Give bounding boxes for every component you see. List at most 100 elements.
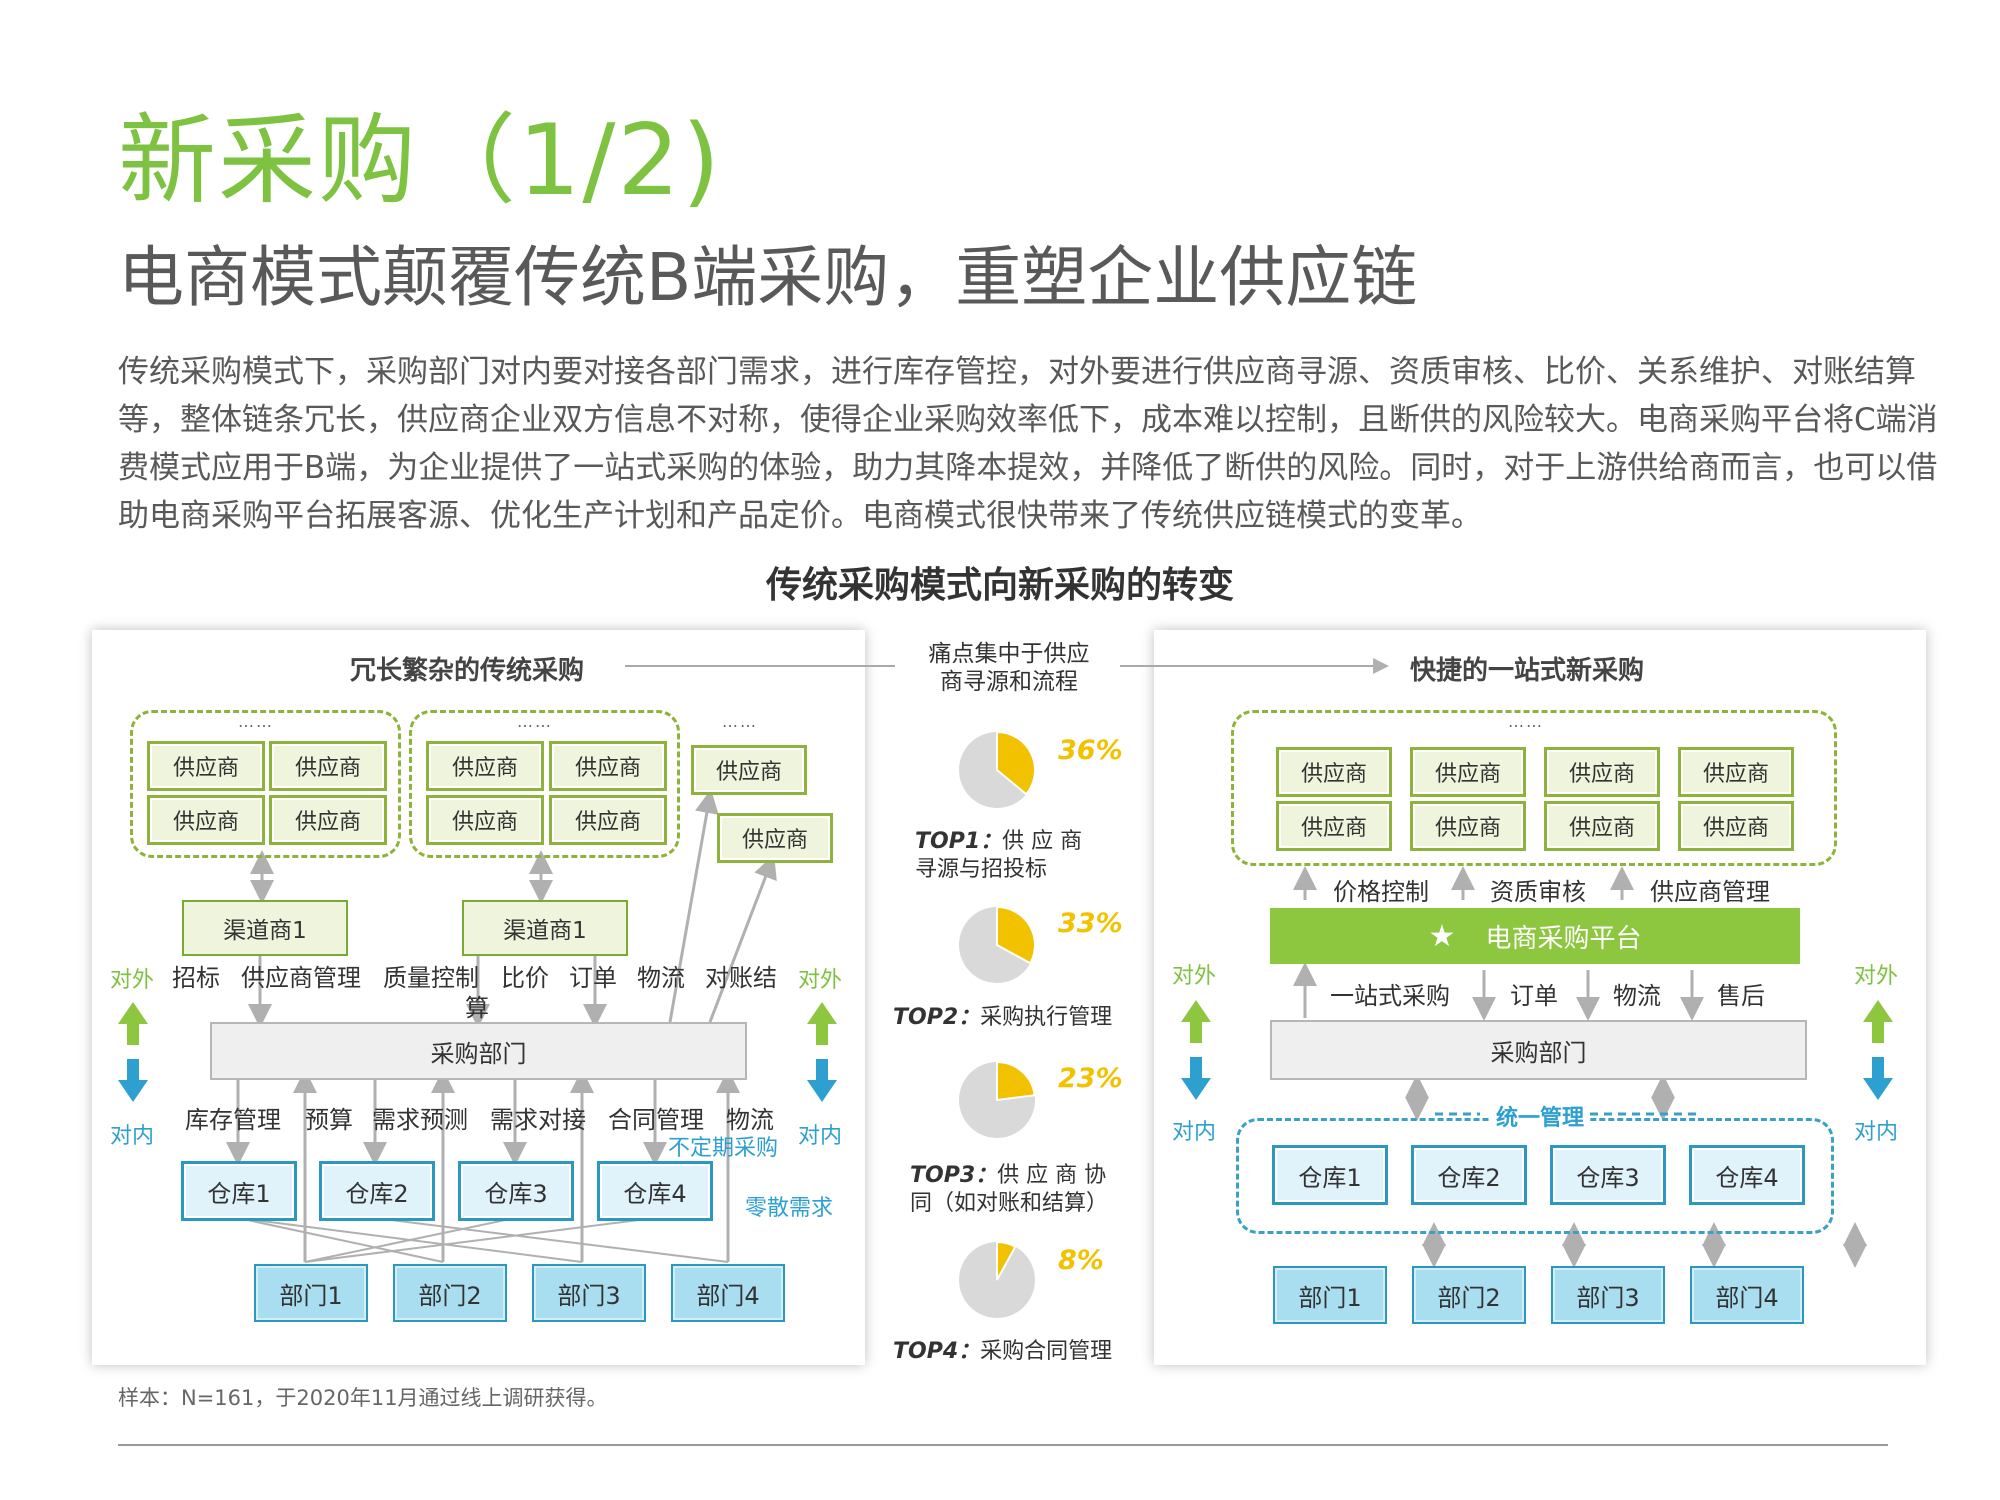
outer-up-arrow-icon [118, 1002, 148, 1045]
department-box: 部门3 [532, 1264, 646, 1322]
task-label: 一站式采购 [1330, 982, 1450, 1010]
supplier-box: 供应商 [148, 742, 264, 790]
task-label: 对账结 [705, 964, 777, 992]
task-label: 资质审核 [1490, 878, 1586, 906]
department-box: 部门2 [393, 1264, 507, 1322]
task-label: 预算 [305, 1106, 353, 1134]
top1-percent: 36% [1058, 735, 1123, 766]
supplier-box: 供应商 [270, 796, 386, 844]
procurement-dept-box: 采购部门 [210, 1022, 747, 1080]
top2-percent: 33% [1058, 908, 1123, 939]
warehouse-box: 仓库2 [320, 1162, 434, 1220]
task-label: 需求预测 [372, 1106, 468, 1134]
top1-text: TOP1：供 应 商寻源与招投标 [915, 828, 1110, 884]
traditional-title: 冗长繁杂的传统采购 [350, 656, 585, 686]
platform-label: 电商采购平台 [1485, 923, 1642, 954]
ellipsis: …… [517, 712, 553, 731]
irregular-purchase-label: 不定期采购 [668, 1136, 779, 1161]
ellipsis: …… [722, 712, 758, 731]
task-label: 算 [465, 994, 489, 1022]
bottom-divider [118, 1444, 1888, 1446]
pie-slice-top4 [996, 1240, 1017, 1281]
supplier-box: 供应商 [1411, 802, 1525, 850]
top4-percent: 8% [1058, 1245, 1104, 1276]
supplier-box: 供应商 [1679, 802, 1793, 850]
task-label: 售后 [1717, 982, 1765, 1010]
warehouse-box: 仓库3 [1551, 1146, 1665, 1204]
pain-point-note-line2: 商寻源和流程 [940, 669, 1078, 695]
task-label: 订单 [1510, 982, 1558, 1010]
pie-slice-top2 [996, 905, 1036, 965]
supplier-group-2 [409, 710, 680, 858]
task-label: 质量控制 [383, 964, 479, 992]
intro-paragraph: 传统采购模式下，采购部门对内要对接各部门需求，进行库存管控，对外要进行供应商寻源… [118, 354, 1938, 534]
task-label: 供应商管理 [1650, 878, 1770, 906]
diagram-title: 传统采购模式向新采购的转变 [765, 565, 1234, 606]
supplier-box: 供应商 [148, 796, 264, 844]
pie-charts [959, 730, 1036, 1318]
inner-label: 对内 [798, 1124, 843, 1149]
unified-management-label: 统一管理 [1490, 1100, 1591, 1132]
supplier-box: 供应商 [550, 796, 666, 844]
channel-box: 渠道商1 [182, 900, 348, 956]
department-box: 部门3 [1551, 1266, 1665, 1324]
ellipsis: …… [1508, 712, 1544, 731]
task-label: 合同管理 [608, 1106, 704, 1134]
task-label: 价格控制 [1333, 878, 1429, 906]
top4-text: TOP4：采购合同管理 [893, 1338, 1133, 1366]
procurement-dept-box: 采购部门 [1270, 1020, 1807, 1080]
department-box: 部门4 [671, 1264, 785, 1322]
pain-point-note-line1: 痛点集中于供应 [928, 641, 1090, 667]
pie-slice-top1 [996, 730, 1036, 796]
inner-label: 对内 [1172, 1120, 1217, 1145]
supplier-box: 供应商 [427, 796, 543, 844]
supplier-box: 供应商 [1277, 748, 1391, 796]
inner-label: 对内 [1854, 1120, 1899, 1145]
department-box: 部门2 [1412, 1266, 1526, 1324]
supplier-group-right [1231, 710, 1837, 866]
supplier-box: 供应商 [270, 742, 386, 790]
pain-point-note: 痛点集中于供应 商寻源和流程 [900, 640, 1118, 696]
top4-rank: TOP4： [893, 1339, 981, 1364]
warehouse-box: 仓库1 [1273, 1146, 1387, 1204]
star-icon: ★ [1428, 918, 1456, 954]
top3-percent: 23% [1058, 1063, 1123, 1094]
supplier-box: 供应商 [1277, 802, 1391, 850]
supplier-group-1 [130, 710, 401, 858]
top1-rank: TOP1： [915, 829, 1003, 854]
channel-box: 渠道商1 [462, 900, 628, 956]
supplier-box: 供应商 [550, 742, 666, 790]
page-title: 新采购（1/2) [118, 104, 722, 218]
pie-slice-top3 [996, 1060, 1036, 1102]
task-label: 物流 [1613, 982, 1661, 1010]
top2-text: TOP2：采购执行管理 [893, 1004, 1133, 1032]
top4-text1: 采购合同管理 [980, 1339, 1113, 1364]
top1-text1: 供 应 商 [1002, 829, 1083, 854]
supplier-box: 供应商 [427, 742, 543, 790]
top3-rank: TOP3： [910, 1163, 998, 1188]
supplier-box: 供应商 [1679, 748, 1793, 796]
sample-footnote: 样本：N=161，于2020年11月通过线上调研获得。 [118, 1386, 608, 1410]
department-box: 部门1 [254, 1264, 368, 1322]
department-box: 部门4 [1690, 1266, 1804, 1324]
top2-rank: TOP2： [893, 1005, 981, 1030]
inner-label: 对内 [110, 1124, 155, 1149]
new-procurement-title: 快捷的一站式新采购 [1410, 656, 1645, 686]
warehouse-box: 仓库4 [1690, 1146, 1804, 1204]
warehouse-box: 仓库4 [598, 1162, 712, 1220]
warehouse-box: 仓库3 [459, 1162, 573, 1220]
top3-text1: 供 应 商 协 [997, 1163, 1107, 1188]
department-box: 部门1 [1273, 1266, 1387, 1324]
top3-text: TOP3：供 应 商 协同（如对账和结算） [910, 1162, 1125, 1218]
task-label: 订单 [569, 964, 617, 992]
supplier-box: 供应商 [692, 746, 806, 794]
ellipsis: …… [238, 712, 274, 731]
supplier-box: 供应商 [1411, 748, 1525, 796]
warehouse-box: 仓库1 [182, 1162, 296, 1220]
task-label: 需求对接 [490, 1106, 586, 1134]
outer-label: 对外 [110, 968, 155, 993]
supplier-box: 供应商 [718, 814, 832, 862]
page-subtitle: 电商模式颠覆传统B端采购，重塑企业供应链 [118, 239, 1418, 316]
task-label: 供应商管理 [241, 964, 361, 992]
warehouse-box: 仓库2 [1412, 1146, 1526, 1204]
